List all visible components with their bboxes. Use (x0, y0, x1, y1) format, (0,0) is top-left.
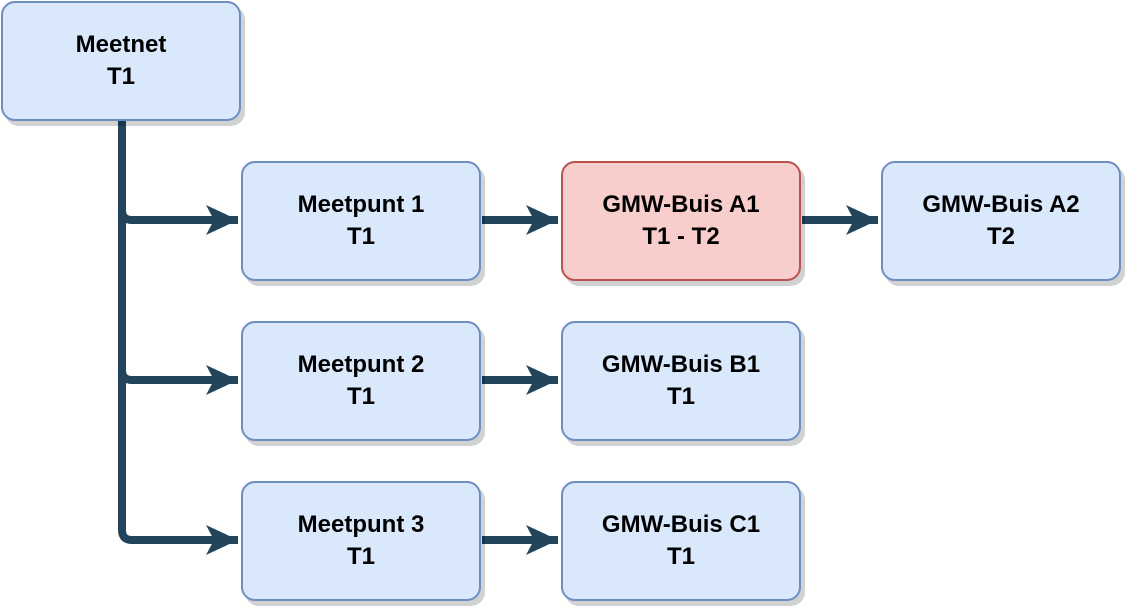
node-gmw-buis-b1-title: GMW-Buis B1 (601, 351, 761, 378)
node-meetpunt-3-title: Meetpunt 3 (297, 511, 425, 538)
node-gmw-buis-c1-period: T1 (666, 543, 695, 570)
node-gmw-buis-c1-title: GMW-Buis C1 (601, 511, 761, 538)
node-gmw-buis-c1[interactable]: GMW-Buis C1 T1 (561, 481, 801, 601)
node-meetpunt-2-period: T1 (346, 383, 375, 410)
node-meetnet-title: Meetnet (75, 31, 167, 58)
node-meetpunt-1-title: Meetpunt 1 (297, 191, 425, 218)
node-meetpunt-3[interactable]: Meetpunt 3 T1 (241, 481, 481, 601)
node-meetpunt-3-period: T1 (346, 543, 375, 570)
node-meetnet[interactable]: Meetnet T1 (1, 1, 241, 121)
node-meetpunt-1[interactable]: Meetpunt 1 T1 (241, 161, 481, 281)
node-gmw-buis-a1-title: GMW-Buis A1 (602, 191, 760, 218)
node-gmw-buis-b1[interactable]: GMW-Buis B1 T1 (561, 321, 801, 441)
edge-meetnet-meetpunt-2 (118, 121, 238, 395)
node-meetnet-period: T1 (106, 63, 135, 90)
node-gmw-buis-a2-period: T2 (986, 223, 1015, 250)
edge-meetnet-meetpunt-1 (118, 121, 238, 235)
node-gmw-buis-a1-period: T1 - T2 (642, 223, 720, 250)
edge-meetnet-meetpunt-3 (118, 121, 238, 555)
node-gmw-buis-a2-title: GMW-Buis A2 (922, 191, 1080, 218)
node-gmw-buis-a1[interactable]: GMW-Buis A1 T1 - T2 (561, 161, 801, 281)
node-meetpunt-2-title: Meetpunt 2 (297, 351, 425, 378)
node-meetpunt-2[interactable]: Meetpunt 2 T1 (241, 321, 481, 441)
node-meetpunt-1-period: T1 (346, 223, 375, 250)
node-gmw-buis-a2[interactable]: GMW-Buis A2 T2 (881, 161, 1121, 281)
node-gmw-buis-b1-period: T1 (666, 383, 695, 410)
